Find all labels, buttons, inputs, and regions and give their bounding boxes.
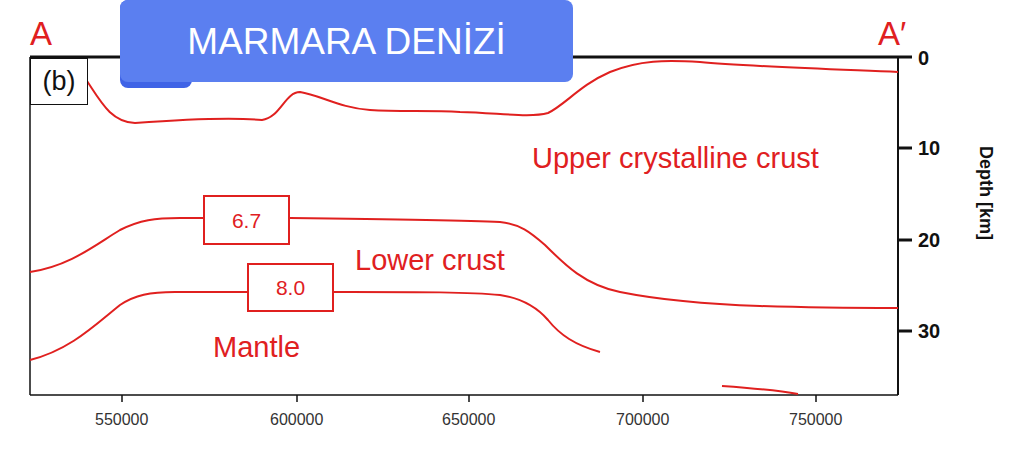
layer-name: Mantle xyxy=(213,333,300,362)
box-text: (b) xyxy=(43,68,76,95)
depth-tick: 0 xyxy=(918,48,929,68)
section-end: A xyxy=(30,17,52,50)
layer-name: Lower crust xyxy=(355,246,505,275)
plot-frame xyxy=(30,57,912,402)
x-tick: 600000 xyxy=(270,412,323,428)
velocity-box: 8.0 xyxy=(247,263,334,312)
velocity-box: 6.7 xyxy=(203,195,290,245)
x-tick: 700000 xyxy=(616,412,669,428)
box-text: 6.7 xyxy=(232,210,261,231)
panel-letter-box: (b) xyxy=(30,58,88,105)
depth-tick: 30 xyxy=(918,321,940,341)
x-tick: 550000 xyxy=(95,412,148,428)
layer-name: Upper crystalline crust xyxy=(532,144,819,173)
box-text: 8.0 xyxy=(276,277,305,298)
sea-label-box: MARMARA DENİZİ xyxy=(120,0,573,82)
section-end: A′ xyxy=(878,17,906,50)
depth-tick: 10 xyxy=(918,138,940,158)
boundary-lines xyxy=(30,61,898,394)
box-text: MARMARA DENİZİ xyxy=(187,23,506,60)
x-tick: 650000 xyxy=(442,412,495,428)
axis-title: Depth [km] xyxy=(977,146,995,240)
depth-tick: 20 xyxy=(918,230,940,250)
x-tick: 750000 xyxy=(789,412,842,428)
